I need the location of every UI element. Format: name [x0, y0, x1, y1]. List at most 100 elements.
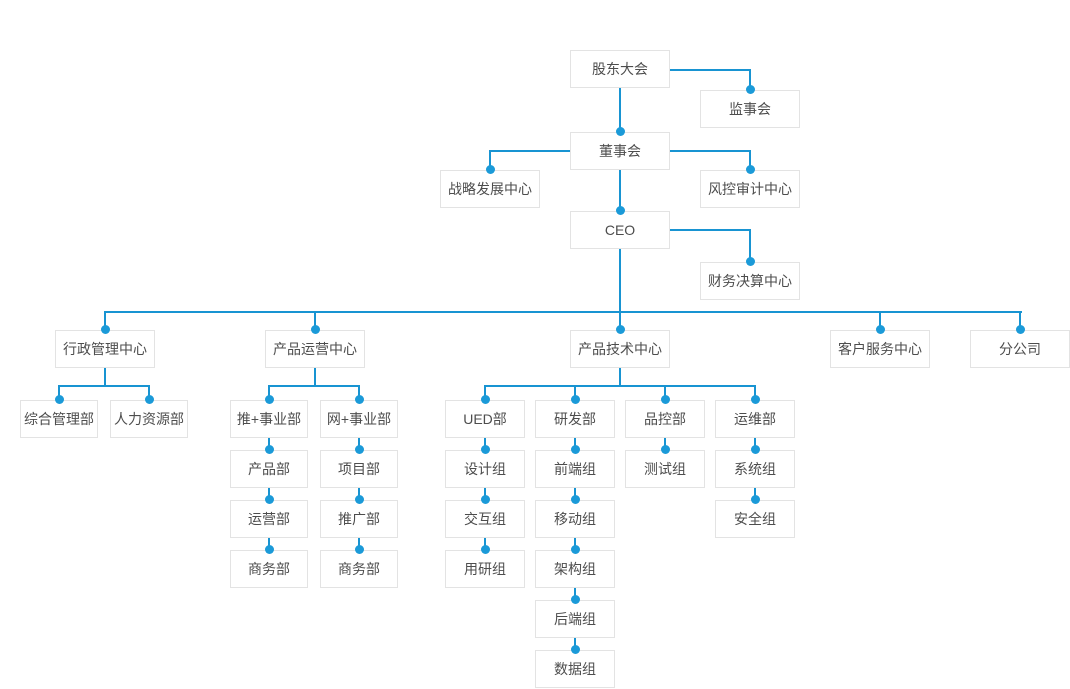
- connector-segment: [754, 438, 756, 450]
- org-node-label: 后端组: [554, 611, 596, 627]
- org-node-product-tech-center: 产品技术中心: [570, 325, 670, 368]
- org-node-label: 财务决算中心: [708, 273, 792, 289]
- connector-segment: [484, 385, 756, 387]
- org-node-label: 安全组: [734, 511, 776, 527]
- org-node-admin-center: 行政管理中心: [55, 325, 155, 368]
- org-node-testing-group: 测试组: [625, 445, 705, 488]
- connector-segment: [358, 488, 360, 500]
- connector-segment: [148, 385, 150, 400]
- connector-segment: [574, 638, 576, 650]
- org-node-label: 移动组: [554, 511, 596, 527]
- org-node-general-mgmt-dept: 综合管理部: [20, 395, 98, 438]
- org-node-label: 前端组: [554, 461, 596, 477]
- org-node-supervisory-board: 监事会: [700, 85, 800, 128]
- connector-segment: [358, 538, 360, 550]
- connector-segment: [268, 488, 270, 500]
- org-node-label: 监事会: [729, 101, 771, 117]
- connector-segment: [104, 311, 106, 330]
- connector-segment: [749, 69, 751, 91]
- org-node-label: 产品运营中心: [273, 341, 357, 357]
- connector-segment: [664, 438, 666, 450]
- org-node-qc-dept: 品控部: [625, 395, 705, 438]
- connector-segment: [670, 150, 751, 152]
- org-node-label: 风控审计中心: [708, 181, 792, 197]
- org-node-label: 客户服务中心: [838, 341, 922, 357]
- connector-segment: [358, 438, 360, 450]
- connector-segment: [754, 488, 756, 500]
- connector-segment: [314, 368, 316, 386]
- connector-segment: [574, 438, 576, 450]
- org-node-product-ops-center: 产品运营中心: [265, 325, 365, 368]
- org-node-branch-company: 分公司: [970, 325, 1070, 368]
- org-node-label: UED部: [463, 411, 507, 427]
- org-node-business-dept-2: 商务部: [320, 545, 398, 588]
- org-node-backend-group: 后端组: [535, 595, 615, 638]
- connector-segment: [879, 311, 881, 330]
- org-node-frontend-group: 前端组: [535, 445, 615, 488]
- org-node-label: 测试组: [644, 461, 686, 477]
- connector-segment: [58, 385, 60, 400]
- connector-segment: [619, 170, 621, 211]
- org-node-risk-audit-center: 风控审计中心: [700, 165, 800, 208]
- org-node-design-group: 设计组: [445, 445, 525, 488]
- org-node-project-dept: 项目部: [320, 445, 398, 488]
- connector-segment: [104, 311, 1022, 313]
- org-node-strategy-center: 战略发展中心: [440, 165, 540, 208]
- connector-segment: [489, 150, 570, 152]
- org-node-label: 运营部: [248, 511, 290, 527]
- org-node-label: 行政管理中心: [63, 341, 147, 357]
- org-node-data-group: 数据组: [535, 645, 615, 688]
- org-node-label: 产品部: [248, 461, 290, 477]
- connector-segment: [484, 538, 486, 550]
- org-node-ops-maint-dept: 运维部: [715, 395, 795, 438]
- connector-segment: [749, 150, 751, 170]
- org-node-label: 系统组: [734, 461, 776, 477]
- org-node-label: 推广部: [338, 511, 380, 527]
- org-node-tui-division: 推+事业部: [230, 395, 308, 438]
- org-node-label: 股东大会: [592, 61, 648, 77]
- org-node-promotion-dept: 推广部: [320, 495, 398, 538]
- org-node-interaction-group: 交互组: [445, 495, 525, 538]
- org-node-rd-dept: 研发部: [535, 395, 615, 438]
- org-node-label: 综合管理部: [24, 411, 94, 427]
- connector-segment: [358, 385, 360, 400]
- connector-segment: [574, 588, 576, 600]
- org-node-system-group: 系统组: [715, 445, 795, 488]
- connector-segment: [619, 88, 621, 132]
- connector-segment: [58, 385, 150, 387]
- connector-segment: [104, 368, 106, 386]
- org-node-label: CEO: [604, 222, 636, 238]
- org-node-label: 数据组: [554, 661, 596, 677]
- connector-segment: [268, 385, 360, 387]
- org-node-label: 品控部: [644, 411, 686, 427]
- org-node-label: 交互组: [464, 511, 506, 527]
- org-node-label: 用研组: [464, 561, 506, 577]
- org-node-label: 推+事业部: [236, 411, 302, 427]
- connector-segment: [484, 438, 486, 450]
- connector-segment: [619, 368, 621, 386]
- connector-segment: [670, 69, 751, 71]
- org-node-label: 人力资源部: [114, 411, 184, 427]
- org-node-wang-division: 网+事业部: [320, 395, 398, 438]
- connector-segment: [749, 229, 751, 262]
- org-node-ued-dept: UED部: [445, 395, 525, 438]
- connector-segment: [574, 385, 576, 400]
- org-node-finance-center: 财务决算中心: [700, 257, 800, 300]
- org-node-label: 商务部: [248, 561, 290, 577]
- org-node-label: 董事会: [599, 143, 641, 159]
- connector-segment: [619, 249, 621, 330]
- connector-segment: [314, 311, 316, 330]
- connector-segment: [268, 385, 270, 400]
- connector-segment: [754, 385, 756, 400]
- org-node-user-research-group: 用研组: [445, 545, 525, 588]
- connector-segment: [268, 438, 270, 450]
- connector-segment: [1019, 311, 1021, 330]
- connector-segment: [484, 488, 486, 500]
- org-node-product-dept: 产品部: [230, 445, 308, 488]
- connector-segment: [574, 488, 576, 500]
- org-node-label: 研发部: [554, 411, 596, 427]
- connector-segment: [484, 385, 486, 400]
- org-node-mobile-group: 移动组: [535, 495, 615, 538]
- org-node-label: 产品技术中心: [578, 341, 662, 357]
- org-node-hr-dept: 人力资源部: [110, 395, 188, 438]
